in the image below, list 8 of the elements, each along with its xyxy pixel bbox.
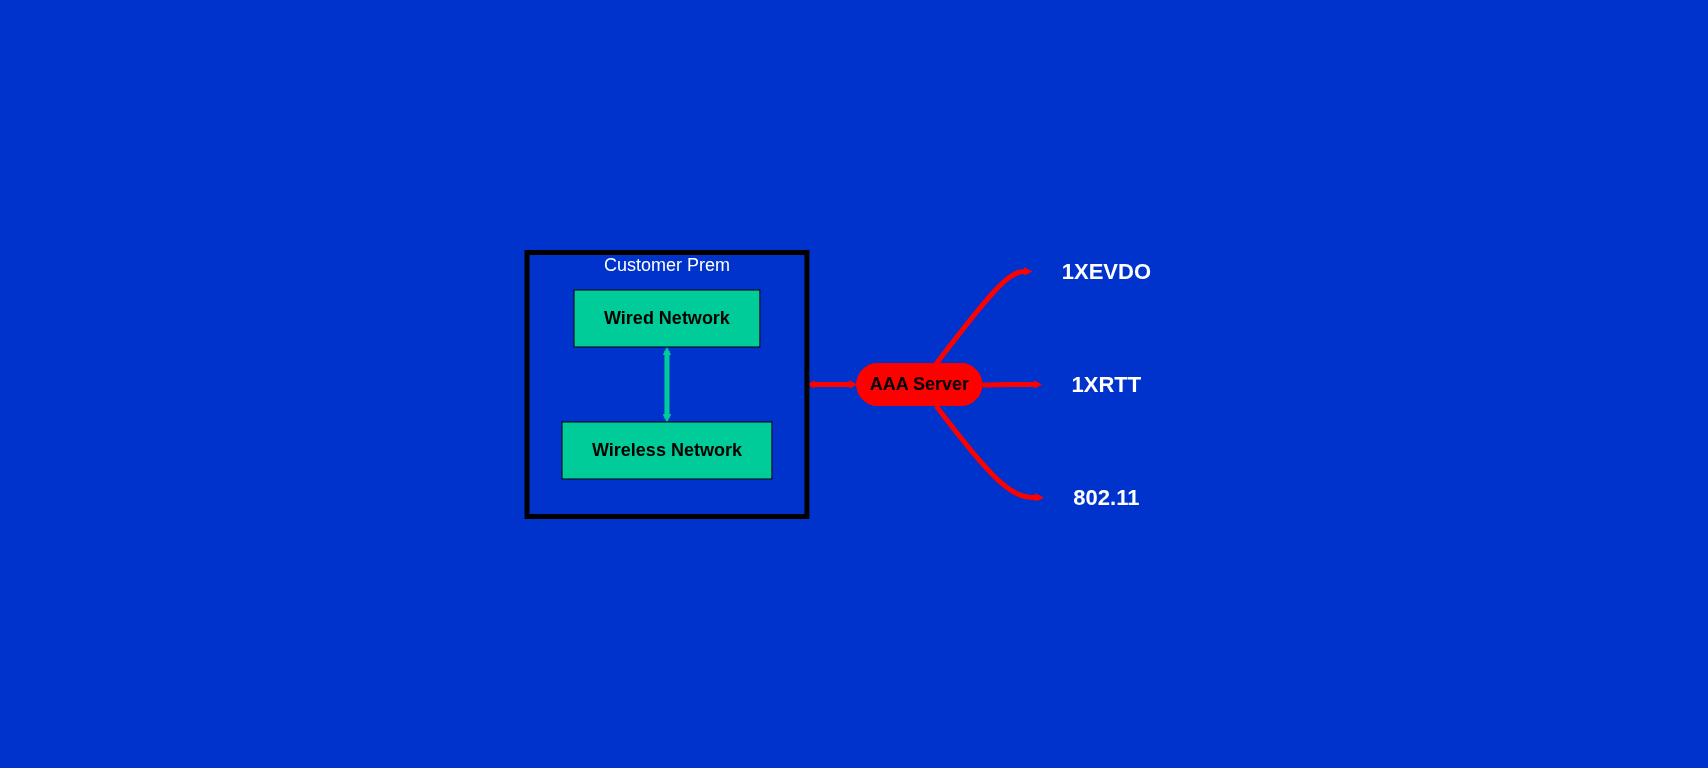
arrow [982,379,1042,389]
arrow [662,346,672,422]
node-text: 1XRTT [1071,371,1142,397]
arrow [934,403,1044,502]
node-text: 1XEVDO [1061,258,1152,284]
node-box: Wired Network [573,289,761,347]
node-box: Wireless Network [561,421,773,479]
node-text: 802.11 [1073,484,1140,510]
